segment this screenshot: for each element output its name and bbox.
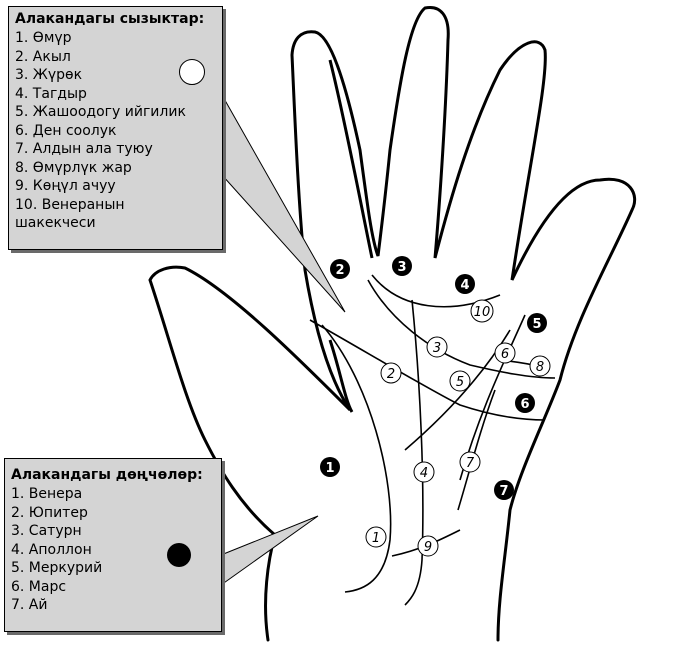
svg-text:3: 3: [433, 341, 441, 356]
black-circle-icon: [167, 543, 191, 567]
list-item: 1. Венера: [11, 486, 83, 502]
palm-lines-legend: Алакандагы сызыктар: 1. Өмүр 2. Акыл 3. …: [8, 6, 223, 250]
list-item: 5. Жашоодогу ийгилик: [15, 104, 186, 120]
palm-mounts-list: 1. Венера 2. Юпитер 3. Сатурн 4. Аполлон…: [11, 485, 221, 615]
line-marker-1: 1: [365, 526, 387, 548]
line-marker-6: 6: [494, 342, 516, 364]
mount-marker-3: 3: [392, 256, 412, 276]
list-item: 1. Өмүр: [15, 30, 72, 46]
mount-marker-6: 6: [515, 393, 535, 413]
svg-text:5: 5: [532, 317, 541, 332]
palm-mounts-legend: Алакандагы дөңчөлөр: 1. Венера 2. Юпитер…: [4, 458, 222, 632]
finger-gap-1: [328, 59, 374, 259]
line-marker-3: 3: [426, 336, 448, 358]
svg-text:3: 3: [397, 260, 406, 275]
svg-text:8: 8: [536, 360, 544, 375]
list-item: 6. Марс: [11, 578, 67, 595]
palm-line-head: [309, 319, 546, 421]
svg-text:4: 4: [460, 278, 469, 293]
mount-marker-1: 1: [320, 457, 340, 477]
mount-marker-2: 2: [330, 259, 350, 279]
palm-lines-legend-title: Алакандагы сызыктар:: [15, 11, 205, 27]
list-item: 4. Аполлон: [11, 541, 92, 558]
hand-outline: [148, 5, 637, 642]
svg-text:6: 6: [520, 397, 529, 412]
palm-line-heart: [367, 279, 556, 379]
svg-text:7: 7: [466, 456, 475, 471]
mount-marker-5: 5: [527, 313, 547, 333]
lines-box-pointer: [221, 93, 346, 313]
palm-line-fate: [404, 299, 424, 606]
palm-line-intuition: [457, 389, 496, 511]
list-item: 7. Алдын ала туюу: [15, 141, 153, 157]
list-item: 2. Юпитер: [11, 504, 88, 521]
white-circle-icon: [179, 59, 205, 85]
svg-text:7: 7: [499, 484, 508, 499]
svg-text:2: 2: [335, 263, 344, 278]
svg-text:9: 9: [424, 540, 432, 555]
line-marker-7: 7: [459, 451, 481, 473]
svg-text:1: 1: [372, 531, 380, 546]
svg-text:2: 2: [387, 367, 395, 382]
svg-text:5: 5: [456, 375, 464, 390]
line-marker-2: 2: [380, 362, 402, 384]
line-marker-5: 5: [449, 370, 471, 392]
line-marker-9: 9: [417, 535, 439, 557]
list-item: 5. Меркурий: [11, 560, 103, 576]
list-item: 4. Тагдыр: [15, 85, 87, 102]
mount-marker-7: 7: [494, 480, 514, 500]
svg-text:10: 10: [474, 305, 491, 320]
list-item: 3. Жүрөк: [15, 67, 83, 83]
thumb-inner: [328, 339, 354, 413]
palm-lines-list: 1. Өмүр 2. Акыл 3. Жүрөк 4. Тагдыр 5. Жа…: [15, 29, 222, 233]
list-item: 10. Венеранын шакекчеси: [15, 196, 125, 232]
line-marker-10: 10: [470, 299, 494, 323]
line-marker-8: 8: [529, 355, 551, 377]
list-item: 3. Сатурн: [11, 523, 82, 539]
list-item: 8. Өмүрлүк жар: [15, 159, 132, 176]
svg-text:4: 4: [420, 466, 428, 481]
list-item: 7. Ай: [11, 597, 48, 613]
svg-text:6: 6: [501, 347, 509, 362]
svg-text:1: 1: [325, 461, 334, 476]
mounts-box-pointer: [220, 515, 319, 586]
list-item: 2. Акыл: [15, 48, 71, 65]
list-item: 9. Көңүл ачуу: [15, 178, 116, 194]
palm-line-life: [321, 324, 392, 593]
mount-marker-4: 4: [455, 274, 475, 294]
list-item: 6. Ден соолук: [15, 122, 117, 139]
line-marker-4: 4: [413, 461, 435, 483]
palm-mounts-legend-title: Алакандагы дөңчөлөр:: [11, 467, 203, 483]
